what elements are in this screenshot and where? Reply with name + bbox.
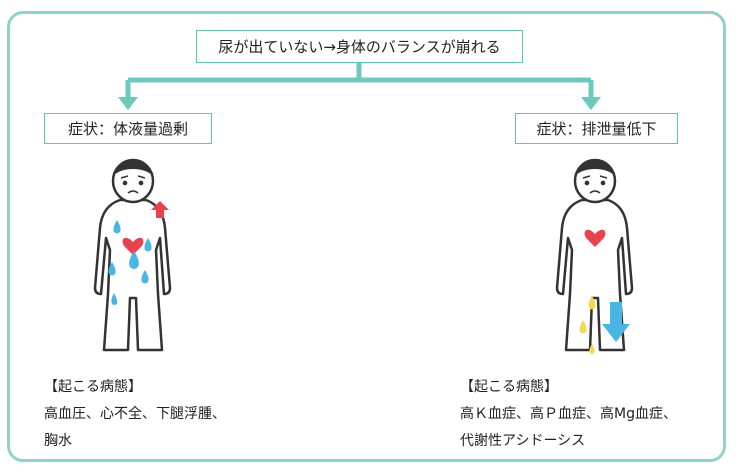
boy-body <box>93 158 172 352</box>
water-drop-icon <box>108 220 152 305</box>
left-conditions: 【起こる病態】 高血圧、心不全、下腿浮腫、 胸水 <box>44 374 226 455</box>
title-text: 尿が出ていない→身体のバランスが崩れる <box>218 38 501 56</box>
left-symptom-box: 症状：体液量過剰 <box>44 113 212 144</box>
hair <box>113 160 153 176</box>
left-conditions-heading: 【起こる病態】 <box>44 379 142 395</box>
left-symptom-text: 症状：体液量過剰 <box>67 120 188 138</box>
left-conditions-line-2: 胸水 <box>44 433 72 449</box>
left-conditions-line-1: 高血圧、心不全、下腿浮腫、 <box>44 406 226 422</box>
right-symptom-text: 症状：排泄量低下 <box>536 120 657 138</box>
right-conditions-line-1: 高Ｋ血症、高Ｐ血症、高Mg血症、 <box>460 406 677 422</box>
hair <box>575 160 615 176</box>
right-arrowhead <box>581 97 601 110</box>
left-boy-figure <box>93 158 172 352</box>
worried-face <box>120 175 146 194</box>
red-up-arrow-icon <box>151 201 169 218</box>
worried-face <box>582 175 608 194</box>
heart-icon <box>122 237 144 255</box>
right-conditions: 【起こる病態】 高Ｋ血症、高Ｐ血症、高Mg血症、 代謝性アシドーシス <box>460 374 677 455</box>
right-symptom-box: 症状：排泄量低下 <box>515 113 678 144</box>
left-arrowhead <box>118 97 138 110</box>
yellow-drop-icon <box>579 296 596 354</box>
blue-down-arrow-icon <box>602 302 630 342</box>
title-box: 尿が出ていない→身体のバランスが崩れる <box>196 30 523 63</box>
right-boy-figure <box>555 158 634 354</box>
right-conditions-line-2: 代謝性アシドーシス <box>460 433 586 449</box>
right-conditions-heading: 【起こる病態】 <box>460 379 558 395</box>
heart-icon <box>584 229 606 247</box>
